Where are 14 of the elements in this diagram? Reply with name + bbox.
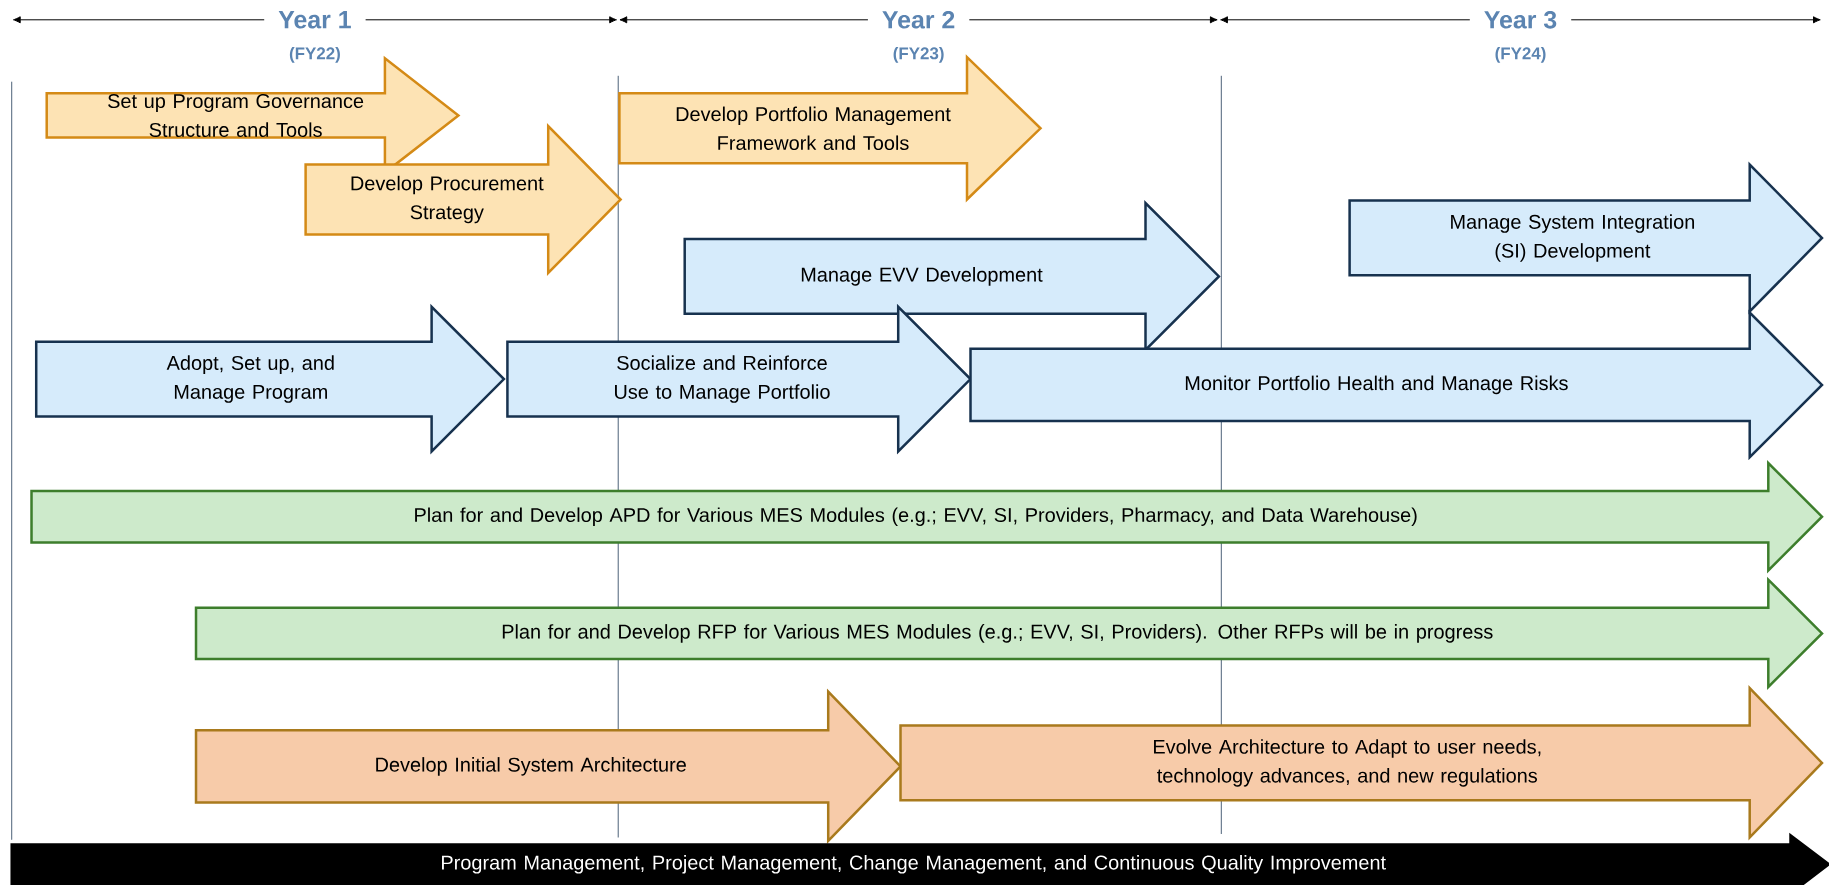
task-banner: Develop Initial System Architecture <box>194 688 903 845</box>
year-label: Year 1 <box>264 9 366 31</box>
year-label: Year 2 <box>867 9 970 31</box>
task-banner: Manage System Integration (SI) Development <box>1348 161 1824 315</box>
task-banner: Adopt, Set up, and Manage Program <box>34 303 506 455</box>
task-banner: Evolve Architecture to Adapt to user needs, technology advances, and new regulations <box>899 685 1824 841</box>
task-banner: Socialize and Reinforce Use to Manage Portfolio <box>506 303 973 455</box>
year-label: Year 3 <box>1469 8 1572 31</box>
timeline-bar: Program Management, Project Management, Change Management, and Continuous Quality Improvement <box>10 832 1829 885</box>
fiscal-year-label: (FY22) <box>289 46 340 63</box>
fiscal-year-label: (FY24) <box>1495 46 1546 63</box>
task-banner: Monitor Portfolio Health and Manage Risks <box>969 309 1824 461</box>
task-banner: Plan for and Develop RFP for Various MES Modules (e.g.; EVV, SI, Providers). Other RFPs will be in progress <box>194 576 1824 690</box>
task-banner: Plan for and Develop APD for Various MES Modules (e.g.; EVV, SI, Providers, Pharmacy, and Data Warehouse) <box>30 460 1824 574</box>
